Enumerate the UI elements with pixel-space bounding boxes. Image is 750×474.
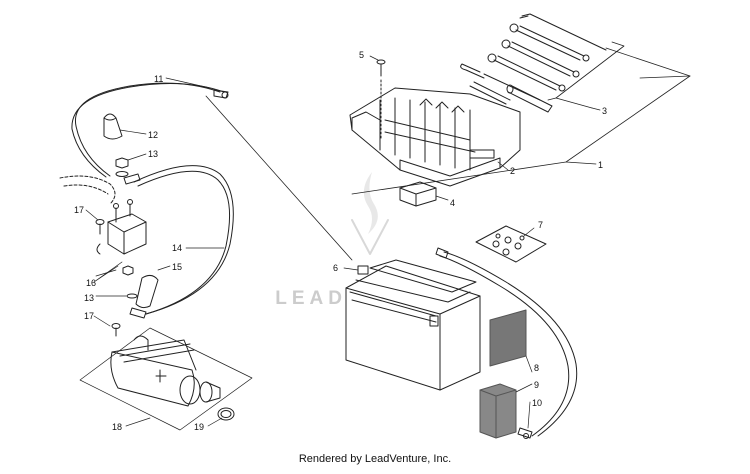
callout-15: 15 — [172, 262, 182, 272]
o-ring — [217, 407, 235, 421]
nuts-lower — [122, 265, 138, 299]
callout-2: 2 — [510, 166, 515, 176]
battery-pad — [489, 309, 527, 367]
terminal-boot — [103, 113, 123, 140]
bolt-upper — [95, 219, 105, 235]
callout-9: 9 — [534, 380, 539, 390]
foam-pad — [479, 383, 517, 439]
cable-10 — [435, 247, 578, 439]
callout-11: 11 — [154, 74, 163, 84]
cable-14 — [123, 165, 234, 315]
callout-5: 5 — [359, 50, 364, 60]
starter-solenoid — [59, 175, 147, 255]
battery — [345, 259, 481, 391]
hardware-kit — [475, 225, 547, 263]
callout-4: 4 — [450, 198, 455, 208]
callout-7: 7 — [538, 220, 543, 230]
callout-17: 17 — [74, 205, 84, 215]
callout-12: 12 — [148, 130, 158, 140]
callout-8: 8 — [534, 363, 539, 373]
callout-labels: 1 2 3 4 5 6 7 8 9 10 11 12 13 13 14 15 1… — [74, 50, 607, 432]
callout-14: 14 — [172, 243, 182, 253]
callout-6: 6 — [333, 263, 338, 273]
callout-17b: 17 — [84, 311, 94, 321]
screw — [376, 59, 386, 141]
nuts-upper — [115, 157, 129, 177]
callout-brackets — [79, 41, 691, 431]
leader-lines — [85, 55, 601, 429]
tool-set — [460, 13, 607, 113]
bolt-lower — [111, 323, 121, 337]
cable-11 — [71, 82, 229, 178]
callout-18: 18 — [112, 422, 122, 432]
watermark-logo — [351, 172, 389, 255]
callout-10: 10 — [532, 398, 542, 408]
tool-tray — [349, 87, 521, 187]
callout-16: 16 — [86, 278, 96, 288]
pad-block — [399, 181, 437, 207]
footer-credit: Rendered by LeadVenture, Inc. — [298, 453, 452, 465]
starter-motor — [110, 335, 221, 407]
callout-3: 3 — [602, 106, 607, 116]
callout-13b: 13 — [84, 293, 94, 303]
callout-1: 1 — [598, 160, 603, 170]
callout-19: 19 — [194, 422, 204, 432]
cable-boot — [129, 274, 159, 319]
callout-13: 13 — [148, 149, 158, 159]
